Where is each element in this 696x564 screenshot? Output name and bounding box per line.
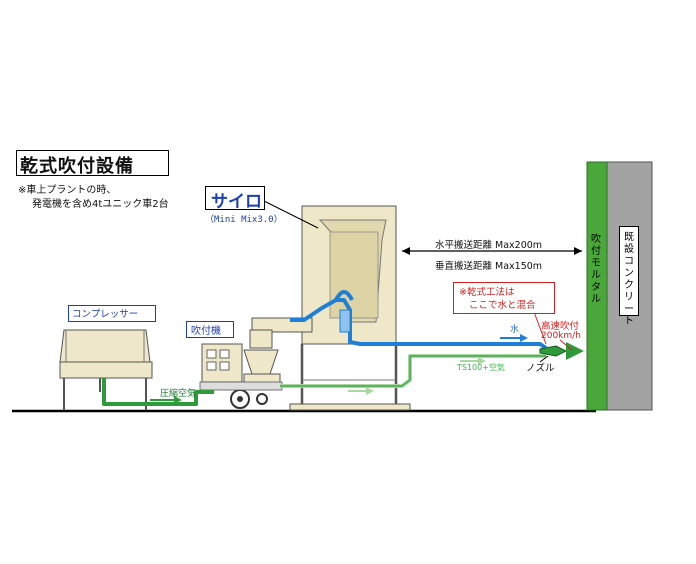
note-line-2: 発電機を含め4tユニック車2台 (32, 199, 169, 210)
sprayer-label-box (186, 321, 234, 338)
dry-method-note-line-2: ここで水と混合 (469, 300, 536, 311)
silo-pointer (261, 199, 319, 229)
silo-label-box (205, 186, 265, 210)
silo (289, 205, 411, 411)
nozzle (539, 342, 584, 360)
nozzle-label: ノズル (526, 363, 555, 374)
water-line (290, 298, 548, 350)
dry-method-note-box (453, 282, 555, 314)
ts100-air-label: TS100+空気 (457, 363, 505, 372)
high-speed-value: 200km/h (541, 331, 581, 341)
note-line-1: ※車上プラントの時、 (18, 185, 117, 196)
material-flow-arrow-2 (460, 357, 486, 365)
spray-mortar-label: 吹付モルタル (591, 234, 601, 305)
material-flow-arrow-1 (348, 387, 374, 395)
horizontal-distance-label: 水平搬送距離 Max200m (435, 240, 543, 251)
spray-mortar-layer (586, 161, 608, 411)
air-flow-arrow (150, 396, 182, 404)
compressed-air-label: 圧縮空気 (160, 389, 197, 399)
title-box (16, 150, 169, 176)
compressor-label-box (68, 305, 156, 322)
red-note-pointer (533, 311, 547, 345)
silo-label: サイロ (211, 192, 262, 212)
page-title: 乾式吹付設備 (20, 156, 134, 177)
speed-pointer (559, 339, 573, 351)
vertical-distance-label: 垂直搬送距離 Max150m (435, 261, 543, 272)
existing-concrete-label: 既設コンクリート (624, 232, 634, 327)
compressed-air-line (102, 378, 214, 406)
dry-method-note-line-1: ※乾式工法は (459, 287, 515, 298)
high-speed-label: 高速吹付 (541, 321, 580, 332)
sprayer-label: 吹付機 (191, 326, 221, 337)
compressor-label: コンプレッサー (72, 309, 139, 320)
material-hose (280, 354, 546, 388)
water-flow-arrow (500, 334, 528, 342)
existing-concrete-label-box (619, 226, 639, 316)
nozzle-pointer (539, 355, 549, 363)
silo-model-label: （Mini Mix3.0） (205, 215, 283, 225)
spraying-machine (199, 343, 283, 409)
silo-conveyor (249, 317, 313, 349)
water-label: 水 (510, 325, 520, 335)
